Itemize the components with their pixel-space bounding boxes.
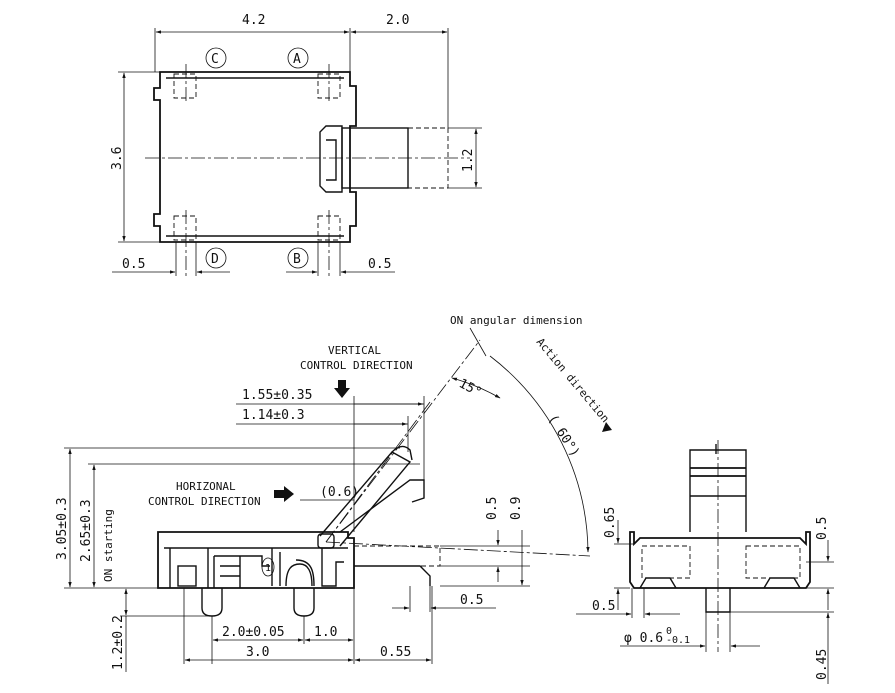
terminal-d-label: D bbox=[211, 252, 219, 267]
end-feet bbox=[639, 577, 801, 589]
top-actuator-hidden bbox=[408, 127, 449, 189]
side-pin-left bbox=[201, 588, 223, 617]
dim-0-5-left: 0.5 bbox=[122, 257, 145, 272]
action-direction-arrow bbox=[602, 422, 612, 432]
side-right-wall bbox=[321, 548, 344, 587]
top-body-rim bbox=[166, 77, 344, 237]
terminal-c-label: C bbox=[211, 52, 219, 67]
dim-4-2: 4.2 bbox=[242, 13, 265, 28]
dim-1-14: 1.14±0.3 bbox=[242, 408, 305, 423]
top-actuator-base-inner bbox=[326, 139, 337, 181]
action-direction-label: Action direction bbox=[534, 336, 612, 426]
dim-2-0: 2.0 bbox=[386, 13, 409, 28]
side-lever-tip bbox=[391, 445, 413, 461]
end-body bbox=[629, 531, 811, 589]
side-lever-pushed-outline bbox=[354, 565, 431, 586]
dim-1-2-pin: 1.2±0.2 bbox=[111, 615, 126, 670]
on-angular-label: ON angular dimension bbox=[450, 314, 582, 327]
terminal-d-circle bbox=[205, 247, 227, 269]
dim-2-0-pins: 2.0±0.05 bbox=[222, 625, 285, 640]
on-angle-line bbox=[325, 339, 481, 543]
dim-0-5-right: 0.5 bbox=[368, 257, 391, 272]
on-arc bbox=[451, 377, 501, 399]
terminal-a-circle bbox=[287, 47, 309, 69]
side-body-ribs bbox=[169, 548, 241, 588]
terminal-a-label: A bbox=[293, 52, 301, 67]
dim-0-9: 0.9 bbox=[509, 497, 524, 520]
end-view: 0.65 0.5 0.5 φ 0.6 0 -0.1 0.45 bbox=[576, 440, 834, 684]
lever-pushed-hidden bbox=[354, 545, 441, 567]
terminal-c-hidden bbox=[173, 73, 197, 99]
terminal-b-circle bbox=[287, 247, 309, 269]
side-inner-step bbox=[214, 555, 270, 567]
side-view: 1 15° ( 60°) Action direction ON angular… bbox=[55, 314, 612, 672]
side-terminal-window bbox=[177, 565, 197, 587]
dim-0-5-vertical: 0.5 bbox=[485, 497, 500, 520]
dim-0-5-end-left: 0.5 bbox=[592, 599, 615, 614]
vertical-control-line1: VERTICAL bbox=[328, 344, 381, 357]
dim-0-65: 0.65 bbox=[603, 507, 618, 538]
end-hidden-left bbox=[641, 545, 691, 579]
terminal-b-label: B bbox=[293, 252, 301, 267]
vertical-control-arrow bbox=[334, 380, 350, 398]
dim-1-2: 1.2 bbox=[461, 149, 476, 172]
dim-2-65: 2.65±0.3 bbox=[79, 499, 94, 562]
top-body-outline bbox=[153, 71, 357, 243]
end-hidden-right bbox=[745, 545, 801, 579]
dim-3-05: 3.05±0.3 bbox=[55, 497, 70, 560]
vertical-ref-line bbox=[325, 401, 431, 543]
action-arc bbox=[489, 355, 590, 553]
on-starting-label: ON starting bbox=[102, 509, 115, 582]
terminal-d-hidden bbox=[173, 215, 197, 241]
dim-phi-tol-upper: 0 bbox=[666, 626, 672, 637]
dim-1-0: 1.0 bbox=[314, 625, 337, 640]
side-pin-right bbox=[293, 588, 315, 617]
dim-phi-0-6: φ 0.6 bbox=[624, 631, 663, 646]
horizontal-control-arrow bbox=[274, 486, 294, 502]
top-view: 4.2 2.0 3.6 1.2 0.5 0.5 C A D B bbox=[110, 13, 482, 276]
side-pivot bbox=[317, 533, 335, 549]
marker-1-label: 1 bbox=[265, 563, 271, 574]
horizontal-control-line1: HORIZONAL bbox=[176, 480, 236, 493]
angle-60: ( 60°) bbox=[545, 412, 583, 460]
dim-0-5-end-right: 0.5 bbox=[815, 517, 830, 540]
dim-0-6: (0.6) bbox=[320, 485, 359, 500]
dim-0-55: 0.55 bbox=[380, 645, 411, 660]
angle-15: 15° bbox=[456, 376, 484, 400]
horizontal-ref-line bbox=[325, 541, 591, 557]
side-lever bbox=[319, 451, 412, 547]
dim-3-0: 3.0 bbox=[246, 645, 269, 660]
terminal-c-circle bbox=[205, 47, 227, 69]
on-angular-leader bbox=[469, 327, 487, 357]
dim-3-6: 3.6 bbox=[110, 147, 125, 170]
dim-0-5-horizontal: 0.5 bbox=[460, 593, 483, 608]
side-inner-lines bbox=[220, 565, 240, 577]
dim-phi-tol-lower: -0.1 bbox=[666, 635, 690, 646]
top-actuator-base bbox=[319, 125, 343, 193]
dim-1-55: 1.55±0.35 bbox=[242, 388, 312, 403]
side-spring bbox=[271, 548, 315, 587]
dim-0-45: 0.45 bbox=[815, 649, 830, 680]
vertical-control-line2: CONTROL DIRECTION bbox=[300, 359, 413, 372]
marker-1-circle bbox=[261, 557, 275, 577]
horizontal-control-line2: CONTROL DIRECTION bbox=[148, 495, 261, 508]
side-body-outline bbox=[157, 531, 355, 589]
